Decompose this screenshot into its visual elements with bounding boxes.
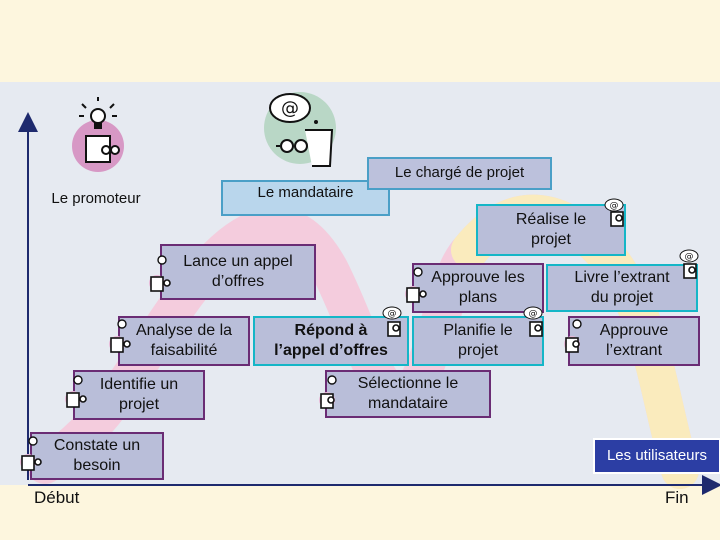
at-sign-icon: @: [269, 93, 318, 124]
axis-start-label: Début: [34, 488, 80, 507]
mandataire-large-icon: @: [264, 92, 336, 167]
promoteur-large-icon: [72, 97, 124, 172]
role-mandataire: Le mandataire: [221, 180, 390, 216]
mandataire-mini-person-icons: [387, 211, 697, 337]
lightbulb-icon: [572, 319, 582, 329]
person-icon: [405, 286, 427, 303]
at-sign-icon: @: [610, 201, 619, 211]
lightbulb-icon: [117, 319, 127, 329]
person-icon: [387, 321, 401, 337]
top-band: [0, 0, 720, 82]
at-sign-icon: @: [529, 309, 538, 319]
at-sign-icon: @: [685, 252, 694, 262]
person-icon: [564, 336, 580, 353]
lightbulb-icon: [73, 375, 83, 385]
person-icon: [276, 129, 334, 167]
lightbulb-icon: [413, 267, 423, 277]
role-promoteur: Le promoteur: [51, 190, 141, 207]
lightbulb-icon: [79, 97, 117, 129]
person-icon: [610, 211, 624, 227]
person-icon: [529, 321, 543, 337]
lightbulb-icon: [28, 436, 38, 446]
lightbulb-mini-icons: [28, 255, 582, 446]
person-icon: [109, 336, 131, 353]
person-icon: [683, 263, 697, 279]
svg-text:@: @: [281, 98, 299, 119]
lightbulb-icon: [327, 375, 337, 385]
person-icon: [85, 135, 120, 163]
person-icon: [65, 391, 87, 408]
role-utilisateurs: Les utilisateurs: [593, 438, 720, 474]
person-icon: [20, 454, 42, 471]
role-charge-projet: Le chargé de projet: [367, 157, 552, 190]
at-sign-mini-icons: @ @ @ @: [382, 198, 699, 320]
bottom-band: [0, 485, 720, 540]
lightbulb-icon: [157, 255, 167, 265]
promoteur-mini-icons: [20, 275, 580, 471]
person-icon: [149, 275, 171, 292]
at-sign-icon: @: [388, 309, 397, 319]
axis-end-label: Fin: [665, 488, 689, 507]
person-icon: [319, 392, 335, 409]
